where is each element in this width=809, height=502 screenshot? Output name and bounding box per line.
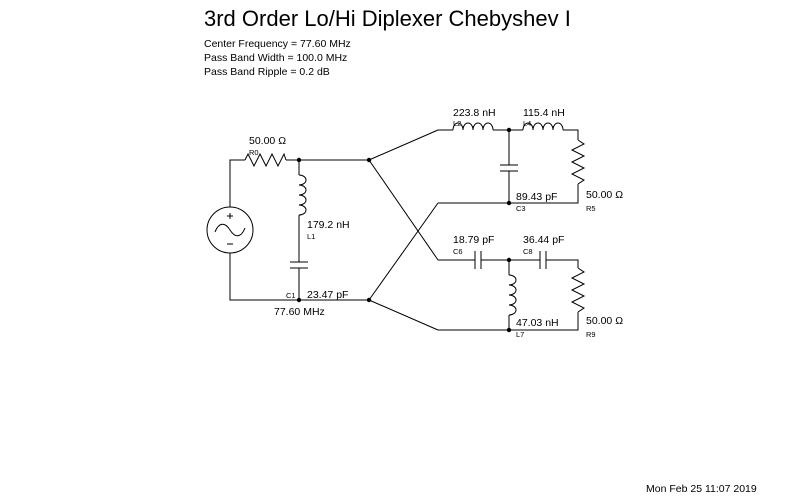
l1-value: 179.2 nH (307, 219, 350, 231)
junction-dot (366, 157, 372, 163)
wire-top-to-c6 (368, 159, 439, 261)
timestamp: Mon Feb 25 11:07 2019 (646, 483, 757, 495)
ac-source-icon (206, 206, 254, 254)
l2-ref: L2 (453, 119, 461, 128)
wire-r9-return (438, 312, 579, 331)
junction-dot (506, 200, 512, 206)
capacitor-c3 (500, 164, 518, 172)
resistor-r9 (570, 267, 586, 313)
resistor-r0 (244, 152, 287, 168)
junction-dot (506, 327, 512, 333)
l2-value: 223.8 nH (453, 107, 496, 119)
l7-ref: L7 (516, 330, 524, 339)
l7-value: 47.03 nH (516, 317, 559, 329)
junction-dot (506, 127, 512, 133)
capacitor-c8 (539, 251, 547, 269)
junction-dot (506, 257, 512, 263)
resistor-r5 (570, 139, 586, 185)
wire-c8-to-r9 (546, 259, 579, 268)
pass-band-width-spec: Pass Band Width = 100.0 MHz (204, 52, 348, 64)
center-frequency-spec: Center Frequency = 77.60 MHz (204, 38, 351, 50)
l4-value: 115.4 nH (523, 107, 565, 119)
r9-value: 50.00 Ω (586, 315, 623, 327)
c8-ref: C8 (523, 247, 533, 256)
inductor-l4 (522, 122, 564, 131)
r0-ref: R0 (249, 148, 259, 157)
junction-dot (366, 297, 372, 303)
l4-ref: L4 (523, 119, 531, 128)
schematic-title: 3rd Order Lo/Hi Diplexer Chebyshev I (204, 6, 571, 31)
junction-dot (296, 157, 302, 163)
junction-dot (296, 297, 302, 303)
c3-ref: C3 (516, 204, 526, 213)
inductor-l7 (508, 274, 517, 316)
wire-l4-to-r5 (563, 129, 579, 140)
junction-dots (296, 127, 512, 333)
r9-ref: R9 (586, 330, 596, 339)
capacitor-c1 (290, 261, 308, 269)
source-frequency: 77.60 MHz (274, 306, 325, 318)
c1-value: 23.47 pF (307, 289, 348, 301)
c8-value: 36.44 pF (523, 234, 564, 246)
c6-ref: C6 (453, 247, 463, 256)
wire-bottom-to-l7 (368, 299, 439, 331)
l1-ref: L1 (307, 232, 315, 241)
c6-value: 18.79 pF (453, 234, 494, 246)
r5-ref: R5 (586, 204, 596, 213)
capacitor-c6 (474, 251, 482, 269)
r0-value: 50.00 Ω (249, 135, 286, 147)
inductor-l1 (298, 174, 307, 216)
pass-band-ripple-spec: Pass Band Ripple = 0.2 dB (204, 66, 330, 78)
r5-value: 50.00 Ω (586, 189, 623, 201)
wire-bottom-to-c3 (368, 202, 439, 301)
c3-value: 89.43 pF (516, 191, 557, 203)
inductor-l2 (452, 122, 494, 131)
c1-ref: C1 (286, 291, 296, 300)
wire-top-to-l2 (368, 129, 439, 161)
wire-source-top (229, 159, 245, 207)
wire-source-bottom (229, 253, 369, 301)
wire-r5-return (438, 184, 579, 204)
